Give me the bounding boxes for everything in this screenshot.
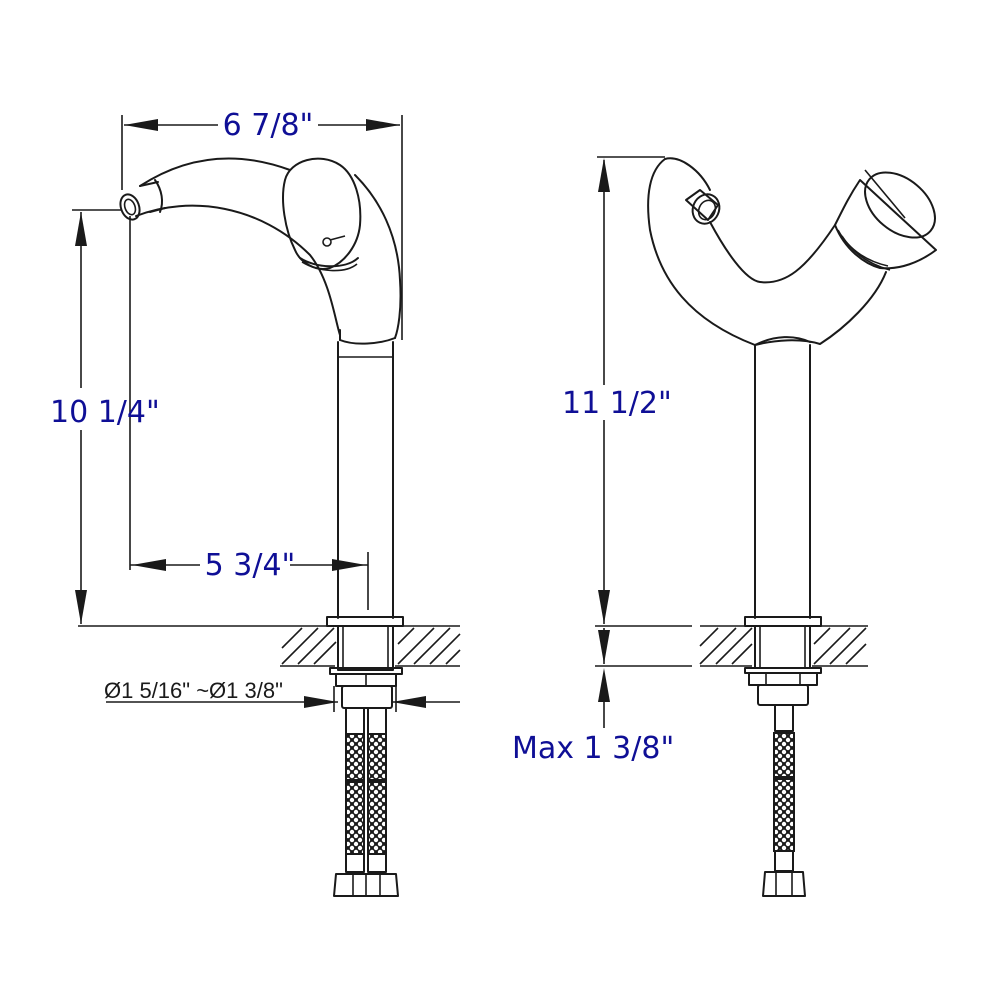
overall-height-label: 11 1/2" [562, 386, 672, 421]
spout-height-label: 10 1/4" [50, 395, 160, 430]
dimension-spout-height: 10 1/4" [50, 209, 160, 624]
dimension-overall-width: 6 7/8" [121, 108, 403, 340]
dimension-spout-reach: 5 3/4" [130, 548, 369, 610]
dimension-max-deck-thickness: Max 1 3/8" [512, 628, 674, 766]
countertop-section-front [595, 625, 868, 667]
spout-body [119, 157, 402, 345]
faucet-pillar-front [754, 336, 811, 619]
dimension-hole-diameter: Ø1 5/16" ~Ø1 3/8" [104, 678, 460, 712]
spout-body-front [647, 157, 937, 346]
right-front-view: 11 1/2" Max 1 3/8" [512, 156, 937, 897]
faucet-pillar [337, 341, 394, 619]
mounting-shank [329, 625, 403, 709]
spout-reach-label: 5 3/4" [205, 548, 296, 583]
supply-hoses [333, 707, 399, 897]
max-deck-thickness-label: Max 1 3/8" [512, 731, 674, 766]
overall-width-label: 6 7/8" [223, 108, 314, 143]
mounting-shank-front [744, 625, 822, 706]
hole-diameter-label: Ø1 5/16" ~Ø1 3/8" [104, 678, 283, 703]
dimension-overall-height: 11 1/2" [562, 156, 672, 624]
supply-hose-front [762, 704, 806, 897]
countertop-section [78, 625, 461, 667]
left-side-view: 6 7/8" 10 1/4" 5 3/4" Ø1 5/16" ~Ø [50, 108, 461, 897]
